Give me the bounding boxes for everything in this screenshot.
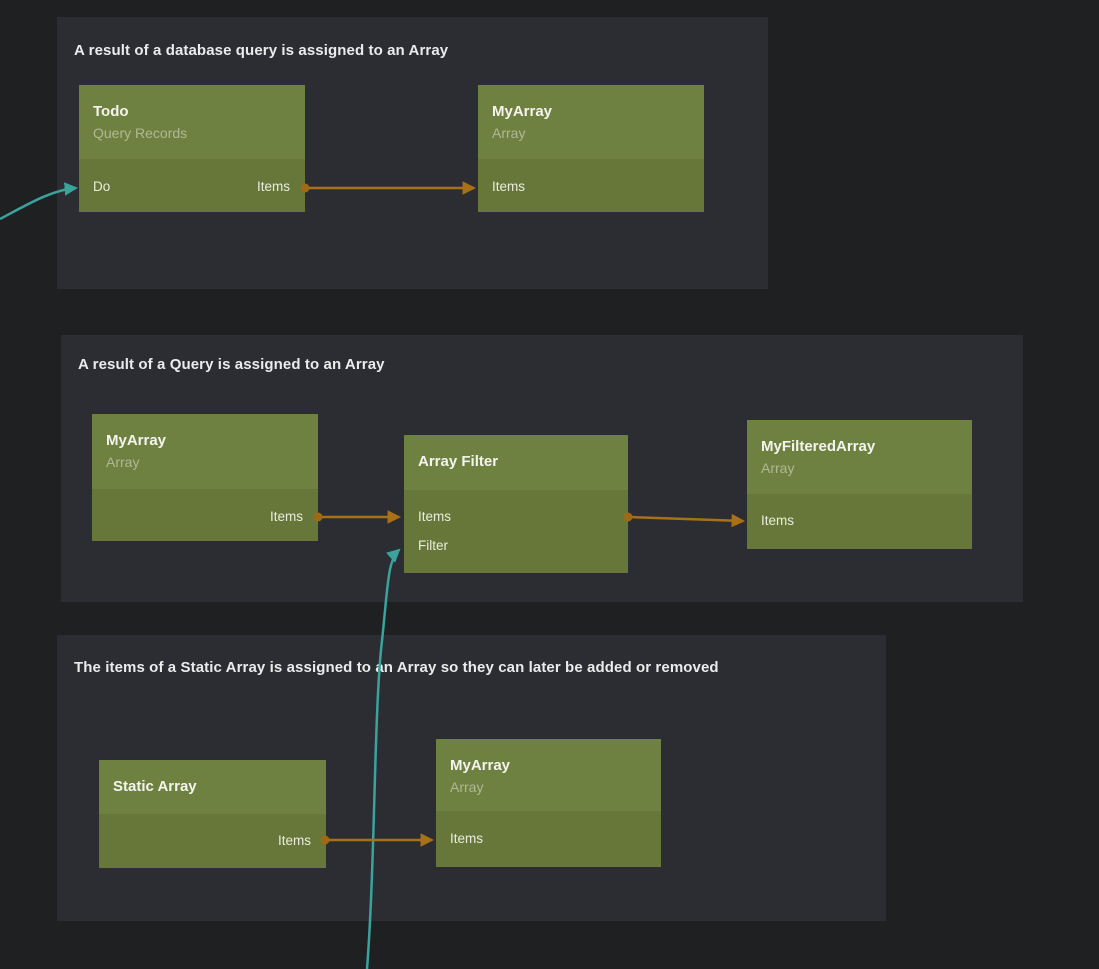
- node-header: Static Array: [99, 760, 326, 814]
- node-header: MyArray Array: [436, 739, 661, 811]
- port-items-output[interactable]: Items: [269, 508, 303, 524]
- port-items-output[interactable]: Items: [256, 178, 290, 194]
- node-title: Static Array: [113, 778, 197, 795]
- node-todo-query-records[interactable]: Todo Query Records Do Items: [79, 85, 305, 212]
- node-myarray-group2[interactable]: MyArray Array Items: [92, 414, 318, 541]
- port-items-input[interactable]: Items: [418, 508, 452, 524]
- node-header: MyArray Array: [92, 414, 318, 489]
- node-static-array[interactable]: Static Array Items: [99, 760, 326, 868]
- node-title: Array Filter: [418, 453, 499, 470]
- node-title: MyFilteredArray: [761, 438, 876, 455]
- node-header: Todo Query Records: [79, 85, 305, 159]
- port-filter-input[interactable]: Filter: [418, 537, 448, 553]
- node-title: Todo: [93, 103, 129, 120]
- node-subtitle: Query Records: [93, 125, 188, 141]
- node-myarray-group3[interactable]: MyArray Array Items: [436, 739, 661, 867]
- node-subtitle: Array: [761, 460, 795, 476]
- node-body: Items Filter: [404, 490, 628, 573]
- node-title: MyArray: [450, 757, 511, 774]
- node-subtitle: Array: [106, 454, 140, 470]
- node-header: MyArray Array: [478, 85, 704, 159]
- group-title: A result of a Query is assigned to an Ar…: [78, 356, 385, 373]
- node-header: MyFilteredArray Array: [747, 420, 972, 494]
- node-body: Items: [747, 494, 972, 549]
- port-items-input[interactable]: Items: [761, 512, 795, 528]
- node-title: MyArray: [492, 103, 553, 120]
- node-body: Items: [478, 159, 704, 212]
- group-title: A result of a database query is assigned…: [74, 42, 449, 59]
- port-items-input[interactable]: Items: [492, 178, 526, 194]
- group-title: The items of a Static Array is assigned …: [74, 659, 719, 676]
- port-do-input[interactable]: Do: [93, 178, 111, 194]
- node-header: Array Filter: [404, 435, 628, 490]
- node-body: Do Items: [79, 159, 305, 212]
- node-body: Items: [99, 814, 326, 868]
- node-subtitle: Array: [492, 125, 526, 141]
- port-items-input[interactable]: Items: [450, 830, 484, 846]
- node-myfilteredarray[interactable]: MyFilteredArray Array Items: [747, 420, 972, 549]
- node-myarray-group1[interactable]: MyArray Array Items: [478, 85, 704, 212]
- node-title: MyArray: [106, 432, 167, 449]
- node-subtitle: Array: [450, 779, 484, 795]
- node-array-filter[interactable]: Array Filter Items Filter: [404, 435, 628, 573]
- port-items-output[interactable]: Items: [277, 832, 311, 848]
- node-body: Items: [92, 489, 318, 541]
- node-body: Items: [436, 811, 661, 867]
